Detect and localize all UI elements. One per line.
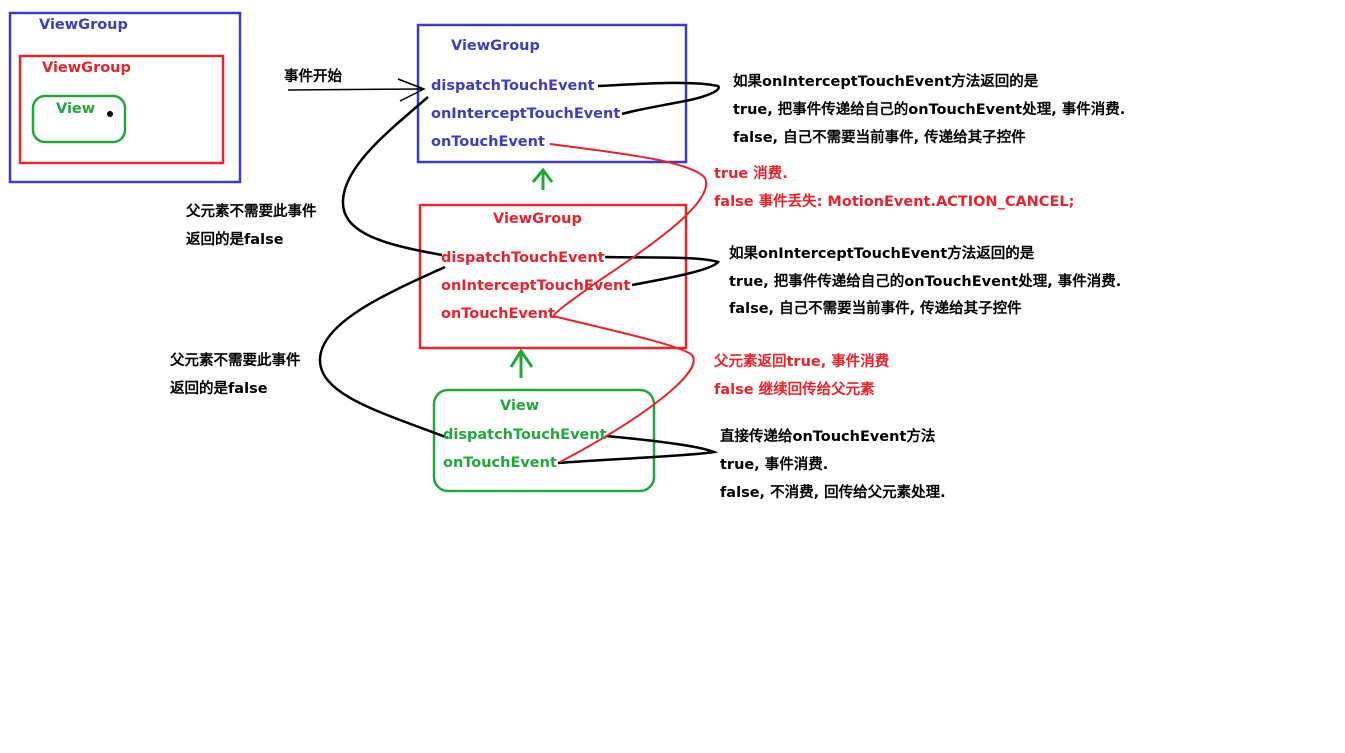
middle-intercept-note-line2: true, 把事件传递给自己的onTouchEvent处理, 事件消费.: [729, 274, 1122, 290]
middle-intercept-note-line1: 如果onInterceptTouchEvent方法返回的是: [729, 246, 1035, 262]
up-arrow-bottom: [509, 348, 534, 378]
middle-to-view-dispatch-curve: [318, 265, 449, 440]
legend-inner-label: View: [56, 101, 96, 117]
middle-viewgroup-box: [418, 203, 688, 350]
up-arrow-top: [531, 167, 554, 190]
top-intercept-note-line1: 如果onInterceptTouchEvent方法返回的是: [733, 74, 1039, 90]
top-group-dispatch: dispatchTouchEvent: [431, 78, 595, 94]
view-dispatch-connector: [557, 434, 719, 465]
view-title: View: [500, 398, 540, 414]
top-group-title: ViewGroup: [451, 38, 540, 54]
event-start-arrow: [287, 88, 423, 91]
middle-ontouch-note-line2: false 继续回传给父元素: [714, 382, 875, 398]
event-start-label: 事件开始: [284, 69, 342, 85]
event-start-arrowhead: [397, 78, 426, 102]
parent-not-needed-2-line1: 父元素不需要此事件: [170, 353, 301, 369]
middle-group-dispatch: dispatchTouchEvent: [441, 250, 605, 266]
view-dispatch-note-line1: 直接传递给onTouchEvent方法: [720, 429, 936, 445]
middle-group-intercept: onInterceptTouchEvent: [441, 278, 631, 294]
view-dispatch: dispatchTouchEvent: [443, 427, 607, 443]
legend-middle-label: ViewGroup: [42, 60, 131, 76]
view-dispatch-note-line2: true, 事件消费.: [720, 457, 829, 473]
top-viewgroup-box: [416, 23, 688, 164]
top-to-middle-dispatch-curve: [341, 96, 443, 257]
legend-inner-box: [31, 94, 127, 144]
view-to-middle-ontouch-curve: [552, 315, 695, 463]
parent-not-needed-1-line1: 父元素不需要此事件: [186, 204, 317, 220]
middle-ontouch-note-line1: 父元素返回true, 事件消费: [714, 354, 890, 370]
middle-dispatch-connector: [604, 255, 721, 287]
legend-middle-box: [18, 54, 225, 165]
parent-not-needed-2-line2: 返回的是false: [170, 381, 268, 397]
top-dispatch-connector: [597, 81, 720, 116]
top-group-ontouch: onTouchEvent: [431, 134, 545, 150]
top-ontouch-return-curve: [549, 143, 708, 317]
top-intercept-note-line3: false, 自己不需要当前事件, 传递给其子控件: [733, 130, 1026, 146]
view-ontouch: onTouchEvent: [443, 455, 557, 471]
top-intercept-note-line2: true, 把事件传递给自己的onTouchEvent处理, 事件消费.: [733, 102, 1126, 118]
touch-point-dot: [107, 111, 113, 117]
top-ontouch-note-line1: true 消费.: [714, 166, 788, 182]
legend-outer-box: [8, 11, 242, 184]
parent-not-needed-1-line2: 返回的是false: [186, 232, 284, 248]
legend-outer-label: ViewGroup: [39, 17, 128, 33]
top-group-intercept: onInterceptTouchEvent: [431, 106, 621, 122]
middle-group-title: ViewGroup: [493, 211, 582, 227]
middle-intercept-note-line3: false, 自己不需要当前事件, 传递给其子控件: [729, 301, 1022, 317]
middle-group-ontouch: onTouchEvent: [441, 306, 555, 322]
view-dispatch-note-line3: false, 不消费, 回传给父元素处理.: [720, 485, 946, 501]
top-ontouch-note-line2: false 事件丢失: MotionEvent.ACTION_CANCEL;: [714, 194, 1075, 210]
